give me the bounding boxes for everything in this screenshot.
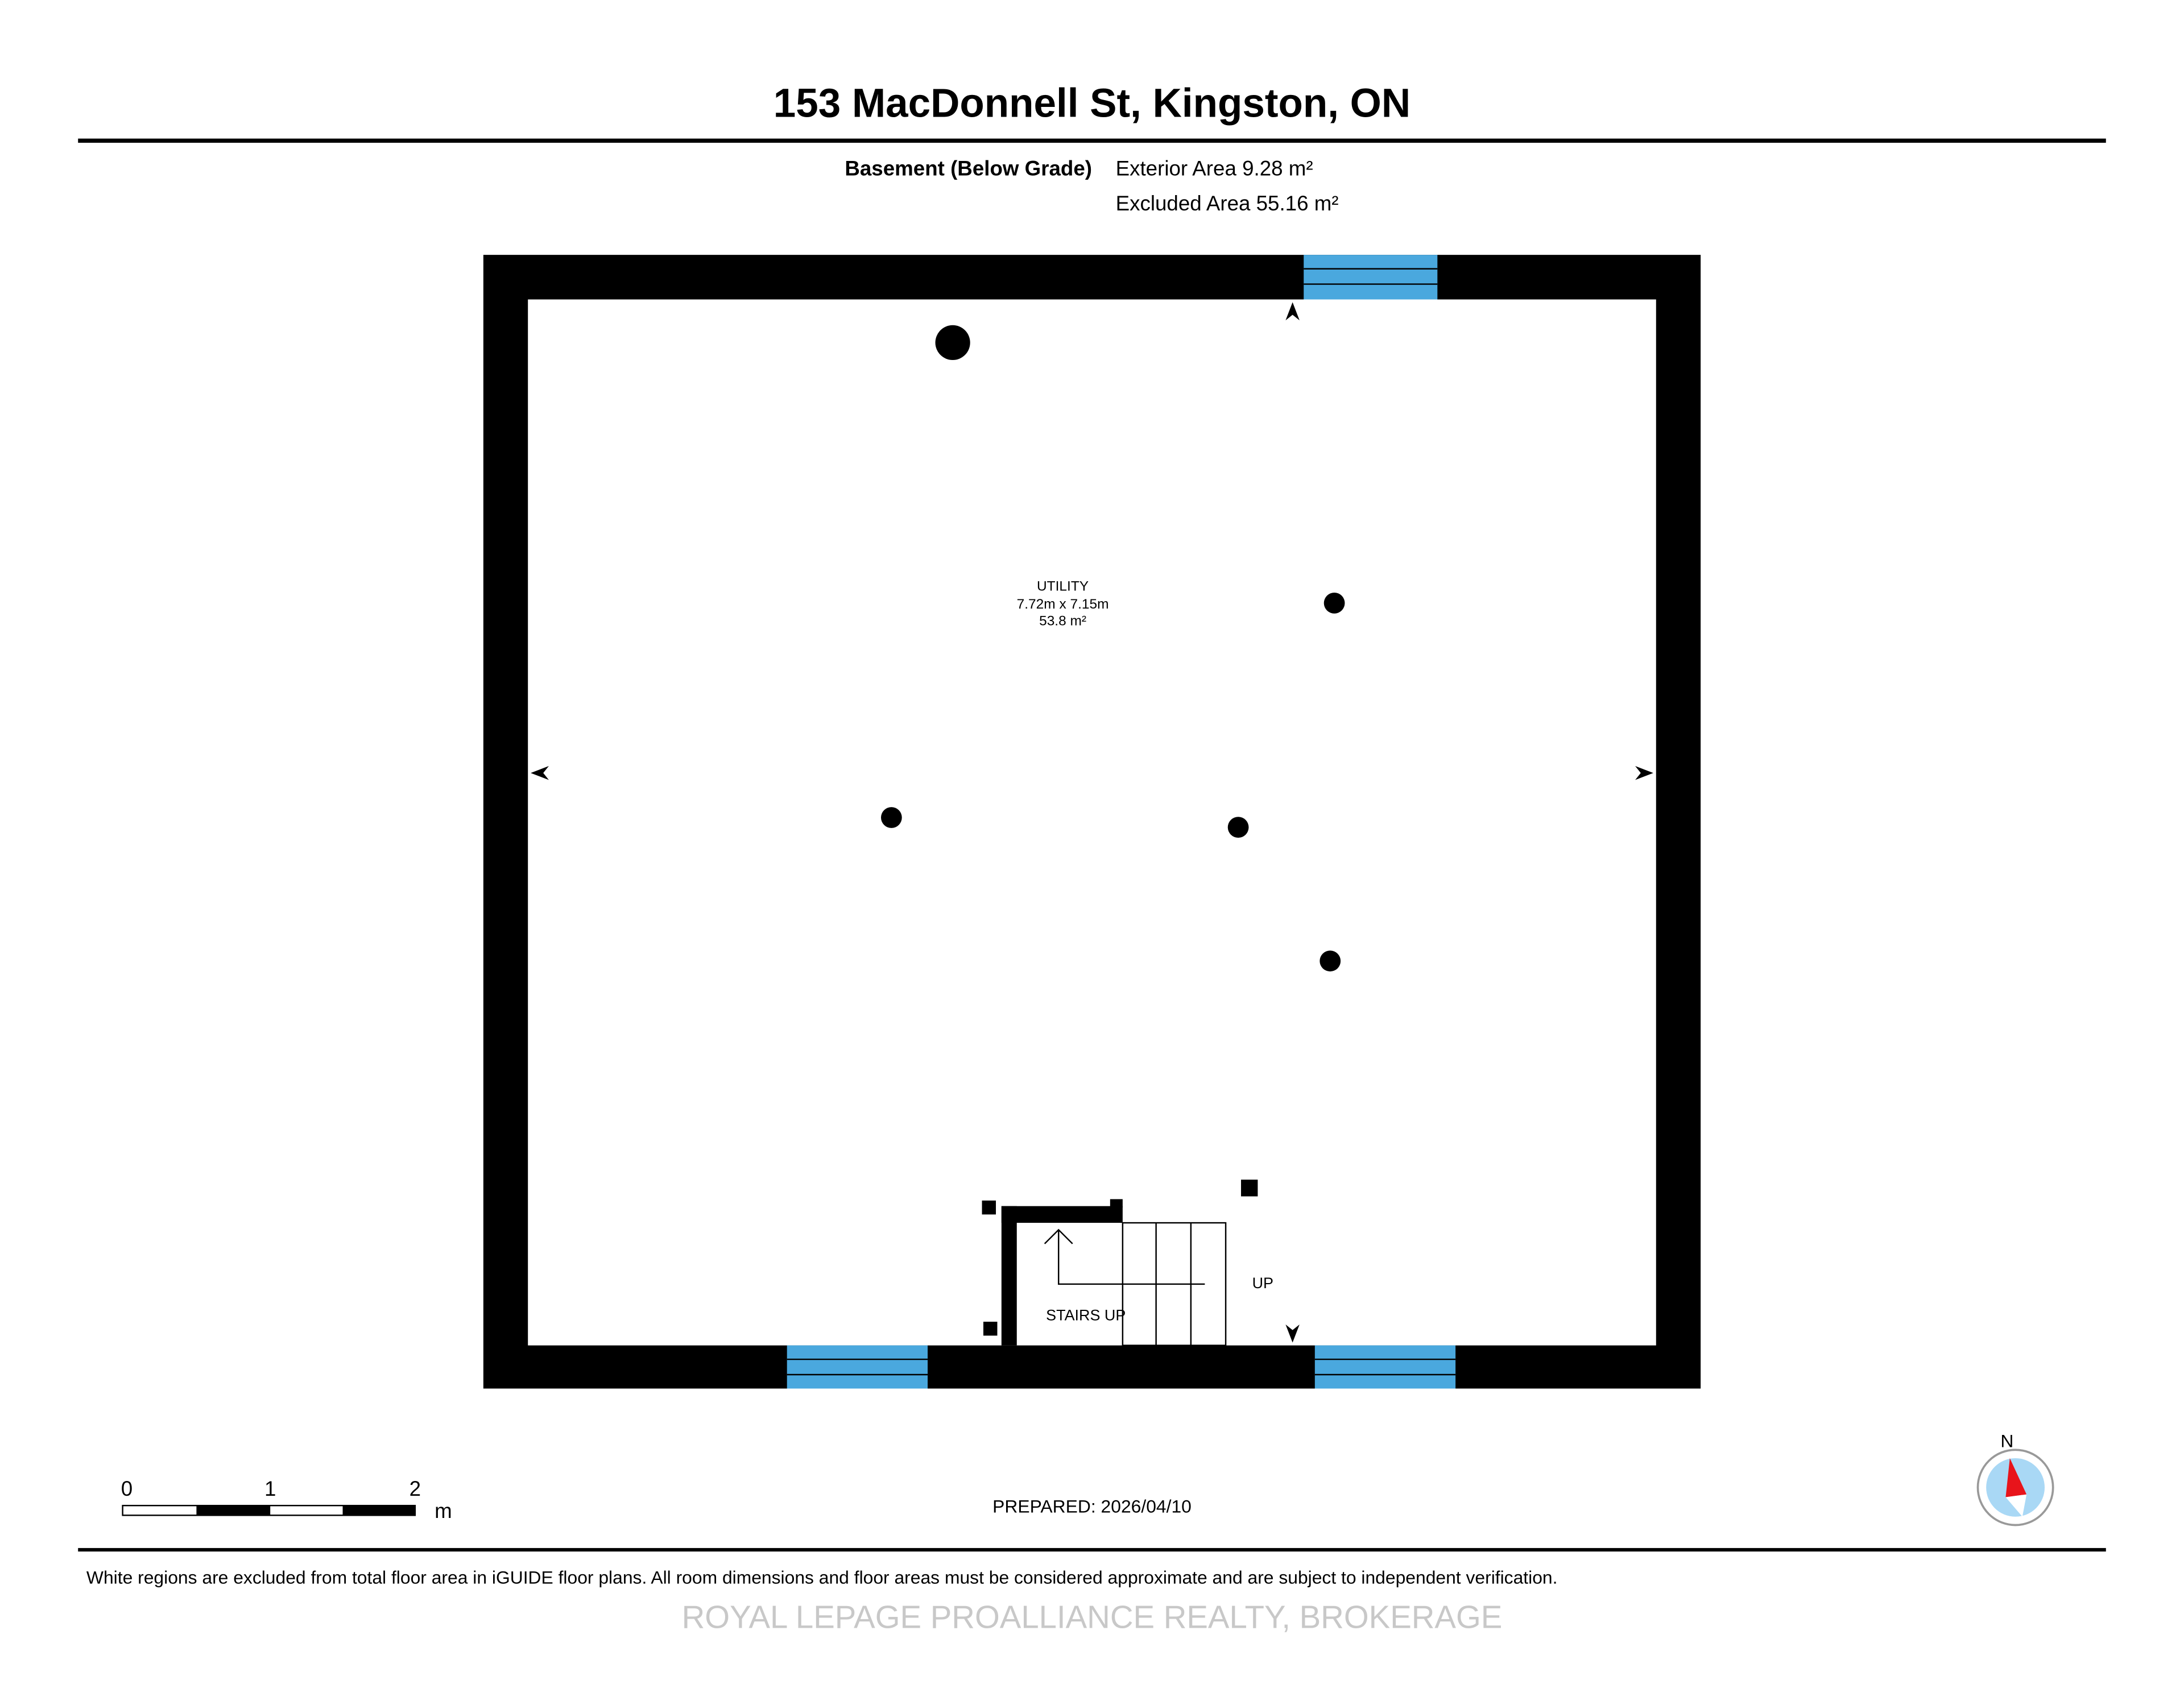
room-area: 53.8 m²	[1039, 614, 1086, 629]
prepared-date: PREPARED: 2026/04/10	[992, 1496, 1192, 1516]
room-dimensions: 7.72m x 7.15m	[1017, 597, 1109, 612]
scale-unit: m	[435, 1499, 452, 1522]
arrow-left-icon	[531, 766, 549, 780]
column-marker	[881, 807, 902, 828]
arrow-down-icon	[1285, 1324, 1300, 1343]
column-marker	[1323, 592, 1345, 614]
excluded-area: Excluded Area 55.16 m²	[1116, 192, 1339, 215]
room-name: UTILITY	[1037, 578, 1089, 594]
header-rule	[78, 138, 2106, 143]
scale-label-0: 0	[121, 1477, 133, 1500]
scale-label-1: 1	[264, 1477, 276, 1500]
arrow-right-icon	[1635, 766, 1653, 780]
watermark: ROYAL LEPAGE PROALLIANCE REALTY, BROKERA…	[682, 1599, 1503, 1635]
window-bottom-right	[1314, 1345, 1456, 1389]
scale-label-2: 2	[410, 1477, 421, 1500]
floor-label: Basement (Below Grade)	[845, 157, 1092, 180]
arrow-up-icon	[1285, 302, 1300, 321]
column-marker	[935, 325, 970, 361]
window-bottom-left	[787, 1345, 928, 1389]
column-marker	[1227, 817, 1249, 838]
footer-rule	[78, 1548, 2106, 1552]
window-top	[1304, 255, 1438, 300]
stairs-arrow-icon	[1058, 1230, 1205, 1285]
up-label: UP	[1252, 1275, 1273, 1292]
stairs	[982, 1180, 1258, 1346]
compass-north-label: N	[2000, 1430, 2013, 1451]
compass-icon	[1976, 1449, 2054, 1526]
column-marker	[1320, 950, 1341, 972]
stairs-label: STAIRS UP	[1046, 1307, 1126, 1324]
exterior-area: Exterior Area 9.28 m²	[1116, 157, 1313, 180]
scale-bar	[122, 1504, 416, 1516]
disclaimer: White regions are excluded from total fl…	[86, 1567, 1558, 1587]
page-title: 153 MacDonnell St, Kingston, ON	[774, 81, 1410, 126]
